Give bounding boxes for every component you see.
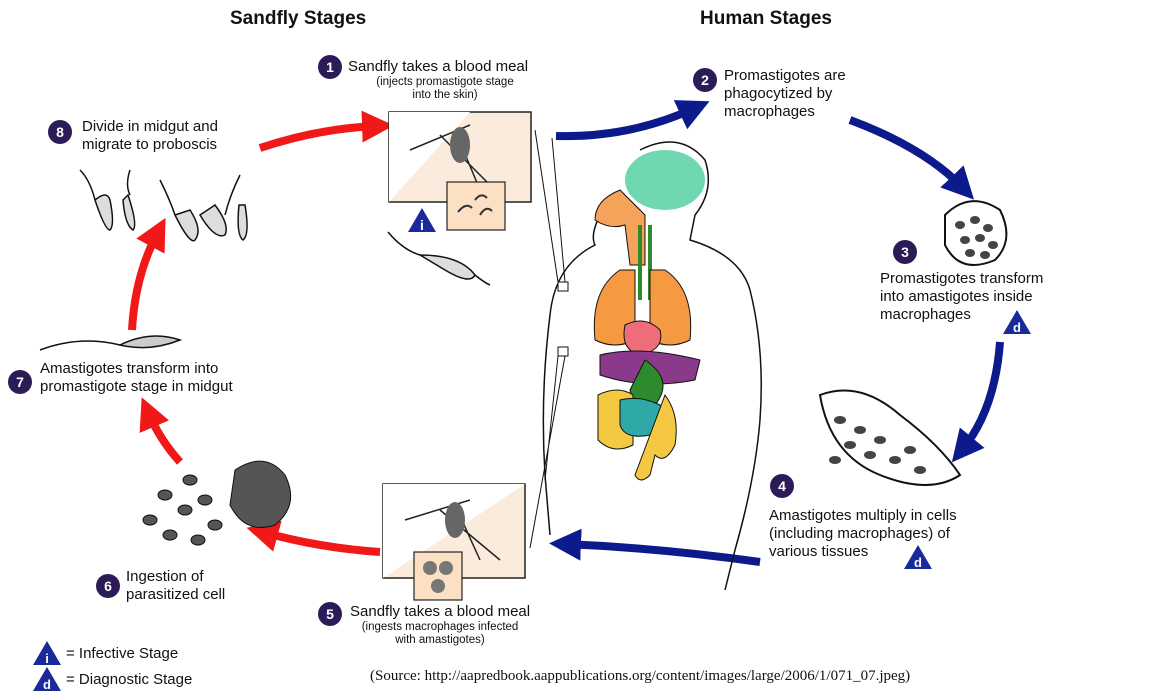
human-figure bbox=[530, 130, 761, 590]
human-stages-header: Human Stages bbox=[700, 8, 832, 30]
arrow-7-to-8 bbox=[132, 232, 158, 330]
svg-text:d: d bbox=[43, 677, 51, 691]
step-5-label: Sandfly takes a blood meal bbox=[350, 603, 530, 621]
step-5-badge: 5 bbox=[318, 602, 342, 626]
arrow-4-to-5 bbox=[565, 544, 760, 562]
step-3-badge: 3 bbox=[893, 240, 917, 264]
legend-infective: = Infective Stage bbox=[66, 645, 178, 662]
sandfly-stages-header: Sandfly Stages bbox=[230, 8, 366, 30]
arrow-3-to-4 bbox=[962, 342, 1000, 450]
sandfly-panel-top bbox=[389, 112, 531, 230]
infected-tissue-cell bbox=[820, 391, 960, 486]
sandfly-panel-bottom bbox=[383, 484, 525, 600]
svg-text:i: i bbox=[45, 651, 49, 666]
step-1-label: Sandfly takes a blood meal bbox=[348, 58, 528, 76]
step-4-label: Amastigotes multiply in cells(including … bbox=[769, 507, 957, 561]
step-6-badge: 6 bbox=[96, 574, 120, 598]
step-4-badge: 4 bbox=[770, 474, 794, 498]
promastigote-step7 bbox=[40, 336, 180, 350]
step-1-badge: 1 bbox=[318, 55, 342, 79]
arrow-8-to-1 bbox=[260, 126, 378, 148]
svg-text:i: i bbox=[420, 217, 424, 233]
arrow-1-to-2 bbox=[556, 108, 695, 136]
step-7-badge: 7 bbox=[8, 370, 32, 394]
arrow-5-to-6 bbox=[262, 532, 380, 552]
macrophage-step3 bbox=[945, 201, 1006, 265]
promastigote-injected bbox=[388, 232, 490, 285]
arrow-2-to-3 bbox=[850, 120, 963, 188]
arrow-6-to-7 bbox=[148, 412, 180, 462]
legend-diagnostic: = Diagnostic Stage bbox=[66, 671, 192, 688]
step-2-badge: 2 bbox=[693, 68, 717, 92]
source-citation: (Source: http://aapredbook.aappublicatio… bbox=[370, 668, 910, 685]
promastigotes-midgut bbox=[80, 170, 247, 241]
step-8-badge: 8 bbox=[48, 120, 72, 144]
